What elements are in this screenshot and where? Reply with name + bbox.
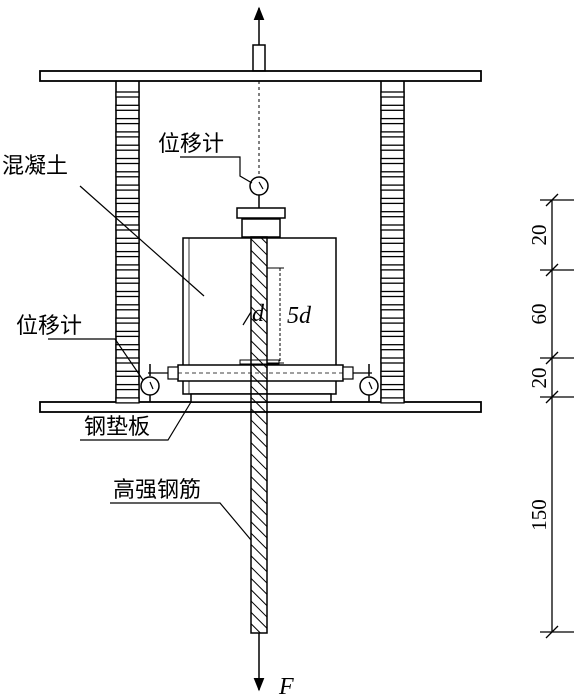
- column-rung: [380, 370, 405, 377]
- bond-length-indicator: [242, 267, 284, 364]
- column-rung: [380, 290, 405, 298]
- column-rung: [380, 304, 405, 311]
- left-column-rungs: [115, 91, 140, 404]
- column-rung: [380, 224, 405, 231]
- column-rung: [380, 91, 405, 98]
- top-displacement-meter: [249, 81, 269, 208]
- leader-lines: [48, 156, 253, 541]
- column-rung: [380, 237, 405, 244]
- right-column-rungs: [380, 91, 405, 404]
- leader-rebar: [110, 502, 252, 541]
- column-rung: [115, 250, 140, 258]
- column-rung: [380, 157, 405, 165]
- right-displacement-meter: [359, 364, 379, 402]
- column-rung: [115, 383, 140, 391]
- label-steel-plate: 钢垫板: [84, 415, 150, 440]
- rebar-top-clamp: [236, 207, 286, 238]
- column-rung: [115, 171, 140, 178]
- column-rung: [115, 397, 140, 404]
- column-rung: [380, 144, 405, 151]
- leader-concrete: [79, 185, 205, 297]
- column-rung: [380, 397, 405, 404]
- column-rung: [380, 357, 405, 364]
- column-rung: [380, 344, 405, 351]
- column-rung: [115, 157, 140, 165]
- column-rung: [380, 197, 405, 205]
- column-rung: [115, 144, 140, 151]
- top-frame-beam: [39, 70, 482, 82]
- label-force: F: [278, 674, 294, 700]
- column-rung: [115, 264, 140, 271]
- column-rung: [380, 277, 405, 284]
- column-rung: [380, 383, 405, 391]
- label-top-meter: 位移计: [158, 132, 224, 157]
- column-rung: [380, 264, 405, 271]
- column-rung: [115, 330, 140, 338]
- column-rung: [115, 304, 140, 311]
- column-rung: [380, 171, 405, 178]
- left-displacement-meter: [140, 364, 160, 402]
- column-rung: [115, 344, 140, 351]
- label-bond-length: 5d: [287, 303, 312, 329]
- column-rung: [380, 104, 405, 111]
- column-rung: [115, 91, 140, 98]
- column-rung: [115, 211, 140, 218]
- label-left-meter: 位移计: [16, 314, 82, 339]
- dim-20-top: 20: [527, 225, 551, 246]
- column-rung: [115, 184, 140, 191]
- top-pull-arrow: [252, 6, 266, 72]
- column-rung: [115, 237, 140, 244]
- label-concrete: 混凝土: [2, 154, 68, 179]
- column-rung: [115, 197, 140, 205]
- dimension-chain: [540, 193, 574, 639]
- label-diameter: d: [252, 301, 265, 327]
- column-rung: [380, 317, 405, 324]
- column-rung: [115, 104, 140, 111]
- high-strength-rebar: [250, 236, 268, 634]
- dim-60: 60: [527, 304, 551, 325]
- column-rung: [115, 131, 140, 138]
- column-rung: [115, 370, 140, 377]
- leader-steel-plate: [80, 401, 192, 441]
- column-rung: [115, 290, 140, 298]
- label-rebar: 高强钢筋: [113, 478, 201, 503]
- leader-top-meter: [180, 156, 253, 184]
- column-rung: [380, 117, 405, 125]
- column-rung: [380, 330, 405, 338]
- column-rung: [380, 250, 405, 258]
- column-rung: [115, 117, 140, 125]
- column-rung: [380, 131, 405, 138]
- column-rung: [380, 184, 405, 191]
- column-rung: [115, 317, 140, 324]
- column-rung: [380, 211, 405, 218]
- leader-left-meter: [48, 338, 144, 381]
- column-rung: [115, 277, 140, 284]
- dim-20-bottom: 20: [527, 368, 551, 389]
- column-rung: [115, 357, 140, 364]
- dim-150: 150: [527, 499, 551, 531]
